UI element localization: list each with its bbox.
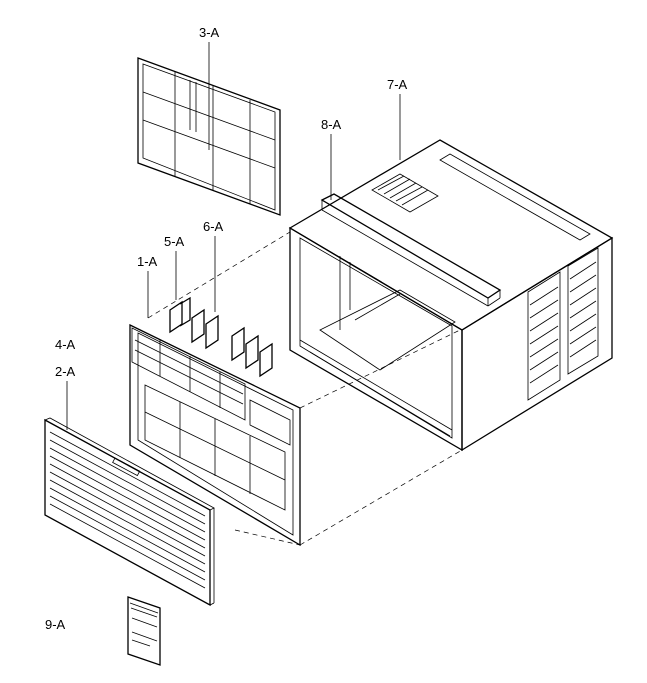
- label-9a: 9-A: [45, 617, 66, 632]
- top-rail-8a: [320, 193, 502, 307]
- leader-lines: [66, 42, 401, 430]
- cabinet-7a: [288, 139, 614, 452]
- label-6a: 6-A: [203, 219, 224, 234]
- assembly-guides: [147, 231, 463, 546]
- label-card-9a: [127, 596, 161, 666]
- front-grille-2a: [44, 417, 215, 607]
- top-vent: [371, 173, 439, 213]
- louvers-6a: [191, 308, 273, 378]
- label-3a: 3-A: [199, 25, 220, 40]
- side-louvers: [527, 247, 599, 401]
- grille-slats: [49, 431, 206, 589]
- label-2a: 2-A: [55, 364, 76, 379]
- label-4a: 4-A: [55, 337, 76, 352]
- air-filter-3a: [137, 57, 281, 216]
- label-7a: 7-A: [387, 77, 408, 92]
- label-8a: 8-A: [321, 117, 342, 132]
- label-1a: 1-A: [137, 254, 158, 269]
- label-5a: 5-A: [164, 234, 185, 249]
- front-panel-1a: [129, 323, 301, 547]
- louvers-5a: [169, 296, 191, 334]
